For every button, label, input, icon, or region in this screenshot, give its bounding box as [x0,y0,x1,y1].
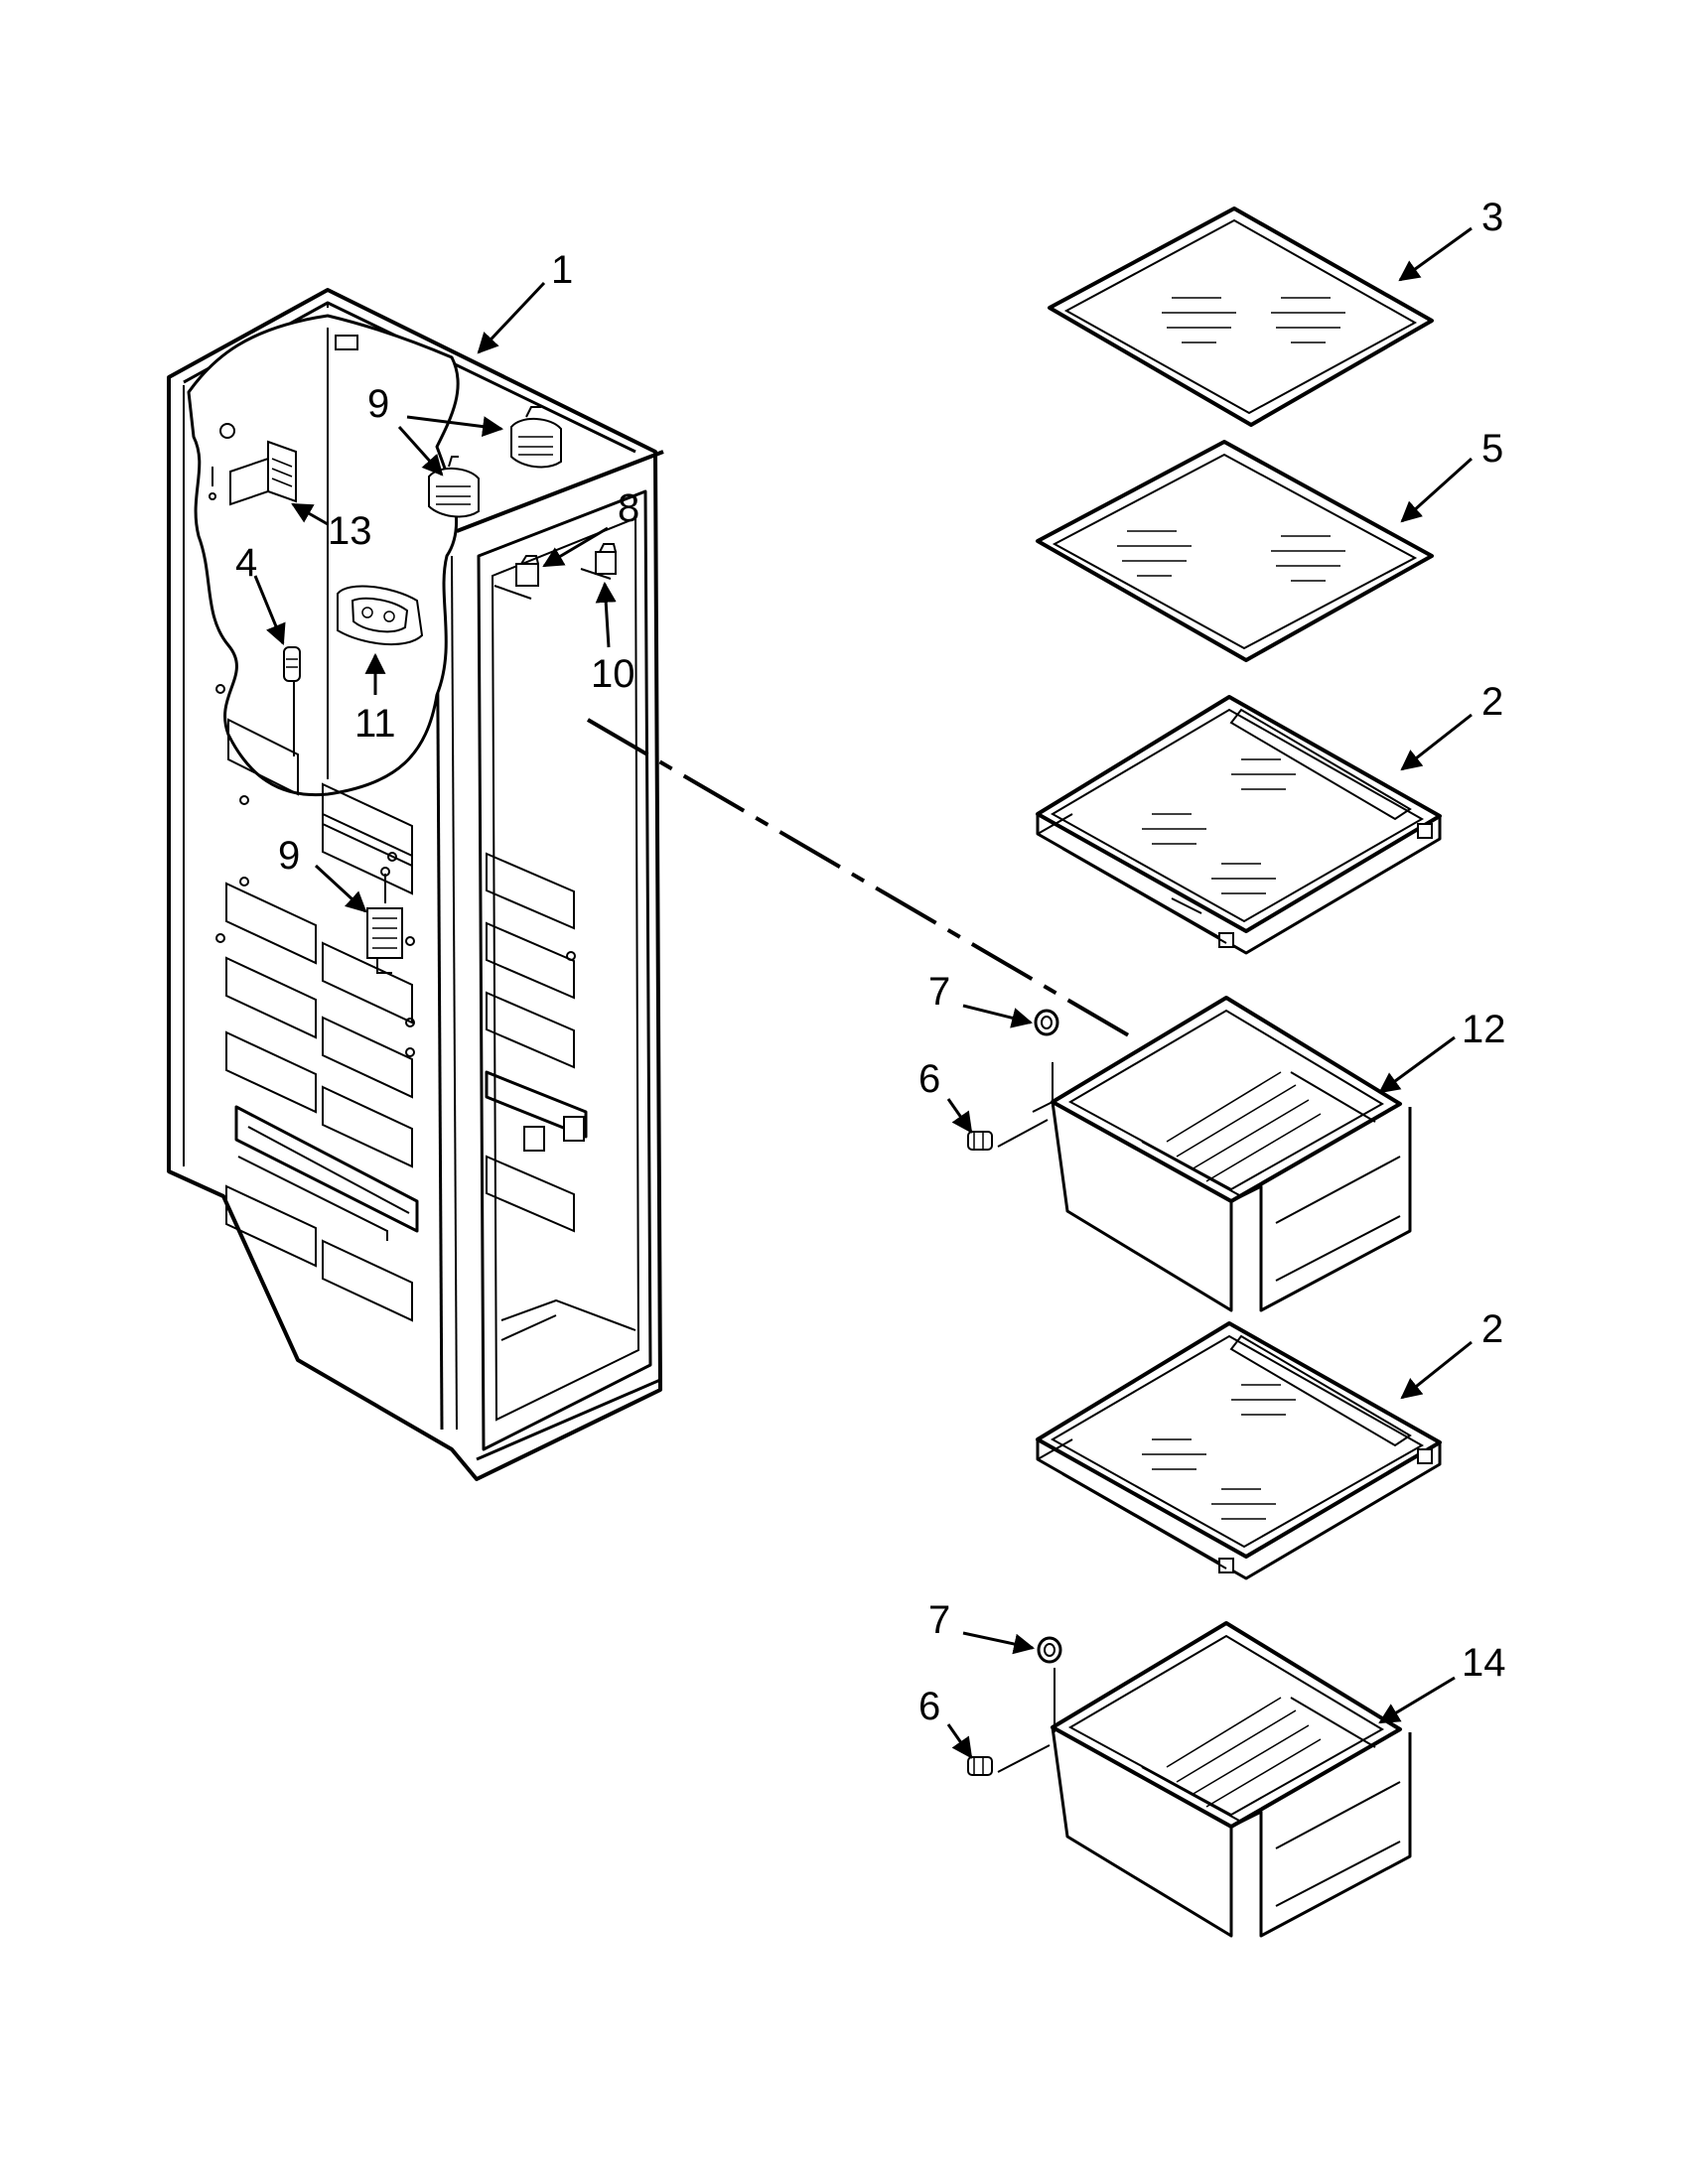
callout-13: 13 [328,509,372,553]
clip-part-10 [493,543,617,600]
cabinet-liner [167,288,664,1481]
light-socket-part-4 [283,646,301,756]
callout-12: 12 [1462,1008,1506,1051]
left-wall-panels [225,718,413,1322]
crisper-drawer-part-14 [1051,1621,1412,1938]
placement-line [586,718,1134,1039]
crisper-cover-part-2-lower [1036,1321,1442,1580]
callout-3: 3 [1481,196,1503,239]
callout-6-upper: 6 [918,1057,940,1101]
callout-9-lower: 9 [278,834,300,878]
crisper-drawer-part-12 [1032,996,1412,1312]
callout-4: 4 [235,541,257,585]
callout-6-lower: 6 [918,1685,940,1728]
callout-11: 11 [354,702,396,746]
glass-shelf-part-3 [1048,206,1434,427]
housing-part-11 [337,585,424,646]
callout-1: 1 [551,248,573,292]
callout-7-upper: 7 [928,970,950,1014]
slide-hardware-lower [967,1636,1062,1776]
callout-14: 14 [1462,1641,1506,1685]
glass-shelf-part-5 [1036,440,1434,662]
bracket-part-13 [229,440,297,506]
clip-part-8 [515,555,539,587]
thermistor-part-9-top [428,406,562,518]
crisper-cover-part-2-upper [1036,695,1442,955]
callout-10: 10 [591,652,635,696]
callout-8: 8 [618,486,639,530]
callout-9-top: 9 [367,382,389,426]
callout-5: 5 [1481,427,1503,471]
thermistor-part-9-lower [366,867,403,974]
callout-2-upper: 2 [1481,680,1503,724]
leader-lines [253,226,1474,1759]
callout-labels: 1 3 5 2 12 2 14 7 6 7 6 9 9 13 4 11 8 10 [235,196,1506,1728]
callout-7-lower: 7 [928,1598,950,1642]
callout-2-lower: 2 [1481,1307,1503,1351]
right-wall-panels [486,852,575,1233]
slide-hardware-upper [967,1009,1059,1151]
